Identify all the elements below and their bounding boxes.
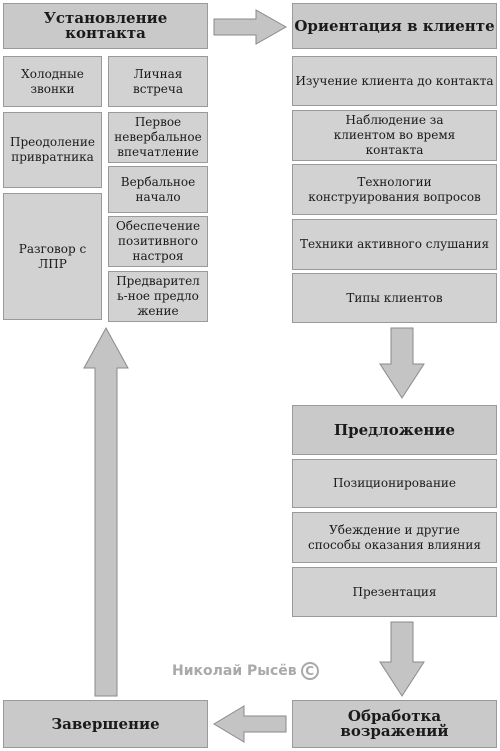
arrow-up-icon [83,326,129,697]
watermark: Николай Рысёв C [172,662,319,680]
watermark-text: Николай Рысёв [172,663,297,679]
orientation-item: Типы клиентов [292,273,497,323]
orientation-item: Технологии конструирования вопросов [292,164,497,215]
contact-header: Установление контакта [3,3,208,49]
gatekeeper-box: Преодоление привратника [3,112,102,188]
pre-offer-box: Предваритель-ное предложение [108,271,208,322]
offer-item: Презентация [292,567,497,617]
arrow-left-icon [213,705,287,743]
offer-item: Позиционирование [292,459,497,508]
offer-item: Убеждение и другие способы оказания влия… [292,512,497,563]
arrow-down-icon [379,327,425,399]
orientation-header: Ориентация в клиенте [292,3,497,49]
meeting-box: Личная встреча [108,56,208,107]
positive-mood-box: Обеспечение позитивного настроя [108,216,208,267]
first-impression-box: Первое невербальное впечатление [108,112,208,163]
orientation-item: Изучение клиента до контакта [292,56,497,106]
arrow-down-icon [379,621,425,697]
copyright-icon: C [300,662,319,680]
lpr-talk-box: Разговор с ЛПР [3,193,102,320]
arrow-right-icon [213,9,288,45]
objections-header: Обработка возражений [292,700,497,748]
verbal-start-box: Вербальное начало [108,166,208,213]
orientation-item: Наблюдение за клиентом во время контакта [292,110,497,161]
offer-header: Предложение [292,405,497,455]
cold-calls-box: Холодные звонки [3,56,102,107]
completion-header: Завершение [3,700,208,748]
orientation-item: Техники активного слушания [292,219,497,270]
